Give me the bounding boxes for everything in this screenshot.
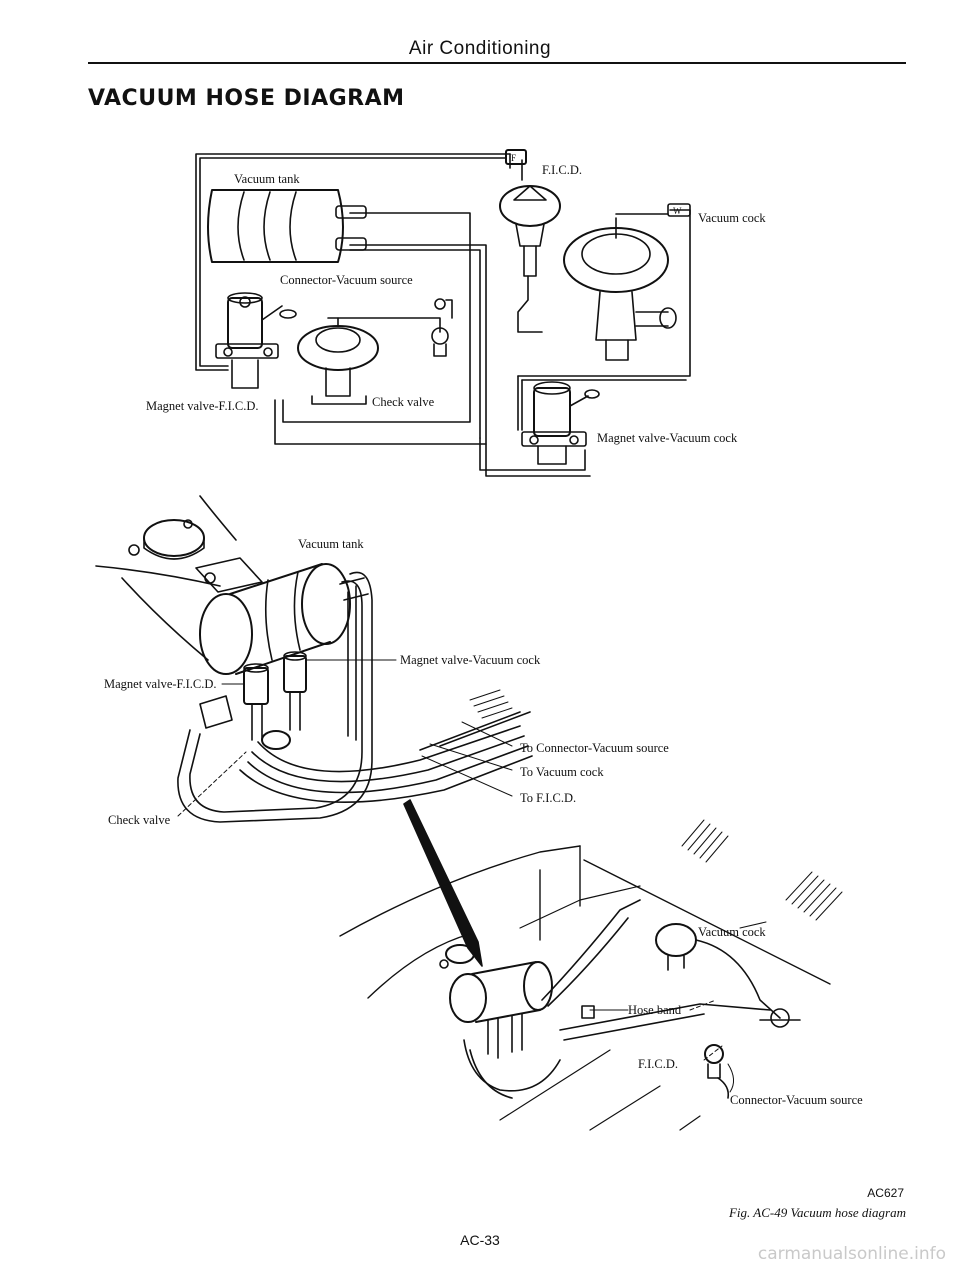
schematic-diagram: Vacuum tank F.I.C.D. Vacuum cock Connect…	[146, 149, 766, 477]
bay-vacuum-cock-label: Vacuum cock	[698, 925, 766, 939]
schematic-vacuum-cock-label: Vacuum cock	[698, 211, 766, 225]
check-valve-schematic	[297, 298, 453, 405]
figure-caption: Fig. AC-49 Vacuum hose diagram	[728, 1205, 906, 1220]
detail-to-connector-label: To Connector-Vacuum source	[520, 741, 669, 755]
schematic-check-valve-label: Check valve	[372, 395, 435, 409]
detail-to-cock-label: To Vacuum cock	[520, 765, 604, 779]
detail-to-ficd-label: To F.I.C.D.	[520, 791, 576, 805]
vacuum-tank-schematic	[207, 189, 367, 263]
schematic-magnet-valve-ficd-label: Magnet valve-F.I.C.D.	[146, 399, 259, 413]
ficd-schematic	[499, 149, 561, 333]
schematic-ficd-label: F.I.C.D.	[542, 163, 582, 177]
schematic-tag-f: F	[511, 153, 516, 163]
header-rule	[88, 62, 906, 64]
pointer-arrow	[403, 799, 483, 967]
engine-bay-illustration: Vacuum cock Hose band F.I.C.D. Connector…	[339, 819, 863, 1131]
detail-magnet-valve-cock-label: Magnet valve-Vacuum cock	[400, 653, 541, 667]
running-header: Air Conditioning	[408, 38, 552, 59]
figure-code: AC627	[867, 1186, 904, 1200]
schematic-tag-w: W	[673, 206, 682, 216]
detail-magnet-valve-ficd-label: Magnet valve-F.I.C.D.	[104, 677, 217, 691]
vacuum-tank-detail	[199, 563, 369, 675]
detail-vacuum-tank-label: Vacuum tank	[298, 537, 364, 551]
bay-ficd-label: F.I.C.D.	[638, 1057, 678, 1071]
magnet-valve-detail	[199, 651, 307, 741]
detail-illustration: Vacuum tank Magnet valve-Vacuum cock Mag…	[95, 495, 669, 827]
site-watermark[interactable]: carmanualsonline.info	[757, 1244, 946, 1264]
bay-connector-label: Connector-Vacuum source	[730, 1093, 863, 1107]
schematic-magnet-valve-cock-label: Magnet valve-Vacuum cock	[597, 431, 738, 445]
schematic-connector-label: Connector-Vacuum source	[280, 273, 413, 287]
detail-check-valve-label: Check valve	[108, 813, 171, 827]
magnet-valve-cock-schematic	[521, 381, 600, 465]
bay-hose-band-label: Hose band	[628, 1003, 682, 1017]
schematic-vacuum-tank-label: Vacuum tank	[234, 172, 300, 186]
page-title: VACUUM HOSE DIAGRAM	[88, 86, 405, 111]
vacuum-cock-schematic	[563, 203, 691, 361]
magnet-valve-ficd-schematic	[215, 292, 297, 389]
page-number: AC-33	[460, 1232, 500, 1248]
